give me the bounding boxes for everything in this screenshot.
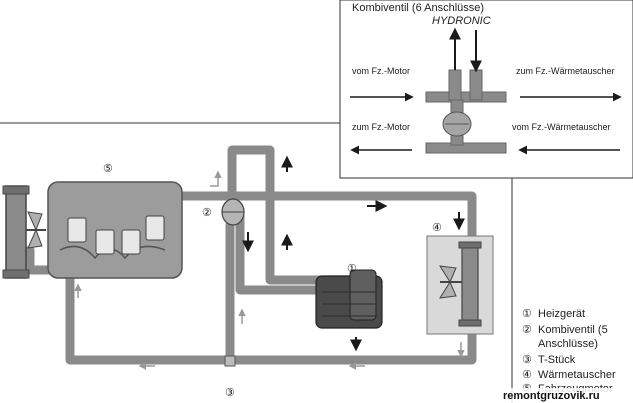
legend: ① Heizgerät ② Kombiventil (5 Anschlüsse)… — [522, 308, 616, 395]
pipe-heater-return — [235, 205, 320, 295]
flow-arrows — [242, 155, 465, 352]
pipe-heater-feed — [227, 145, 325, 285]
marker-2: ② — [202, 207, 212, 219]
inset-pipe-upper — [425, 91, 507, 103]
inset-label-in-right: zum Fz.-Wärmetauscher — [516, 66, 615, 76]
inset-branch-right — [469, 69, 483, 101]
engine-fan-icon — [26, 211, 46, 249]
heat-exchanger — [426, 235, 494, 335]
marker-5: ⑤ — [103, 163, 113, 175]
legend-text-4: Wärmetauscher — [538, 369, 616, 381]
auxiliary-heater — [315, 269, 383, 329]
inset-panel: Kombiventil (6 Anschlüsse) HYDRONIC vom … — [339, 0, 633, 179]
legend-text-3: T-Stück — [538, 354, 576, 366]
inset-branch-left — [448, 69, 462, 101]
marker-1: ① — [347, 263, 357, 275]
inset-label-out-left: zum Fz.-Motor — [352, 122, 410, 132]
inset-pipe-lower — [425, 142, 507, 154]
legend-num-3: ③ — [522, 354, 532, 366]
marker-4: ④ — [432, 222, 442, 234]
inset-title: Kombiventil (6 Anschlüsse) — [352, 2, 484, 14]
pipe-network — [25, 145, 477, 365]
vehicle-engine — [47, 181, 183, 279]
pipe-feed-top — [178, 191, 477, 245]
combination-valve — [221, 198, 245, 226]
legend-num-2: ② — [522, 324, 532, 336]
watermark-text: remontgruzovik.ru — [503, 390, 600, 402]
pipe-radiator-link — [25, 245, 60, 275]
legend-text-2b: Anschlüsse) — [538, 338, 598, 350]
arrow-grey-valve-out — [210, 170, 222, 187]
watermark: remontgruzovik.ru — [498, 388, 633, 403]
inset-subtitle: HYDRONIC — [432, 15, 491, 27]
legend-num-4: ④ — [522, 369, 532, 381]
marker-3: ③ — [225, 387, 235, 399]
inset-label-out-right: vom Fz.-Wärmetauscher — [512, 122, 611, 132]
engine-radiator — [2, 185, 30, 279]
flow-arrows-grey — [74, 170, 465, 370]
heat-exchanger-fan-icon — [439, 265, 462, 299]
inset-label-in-left: vom Fz.-Motor — [352, 66, 410, 76]
pipe-return-bottom — [65, 265, 477, 365]
legend-text-1: Heizgerät — [538, 308, 585, 320]
t-piece — [224, 355, 236, 367]
legend-text-2: Kombiventil (5 — [538, 324, 608, 336]
legend-num-1: ① — [522, 308, 532, 320]
